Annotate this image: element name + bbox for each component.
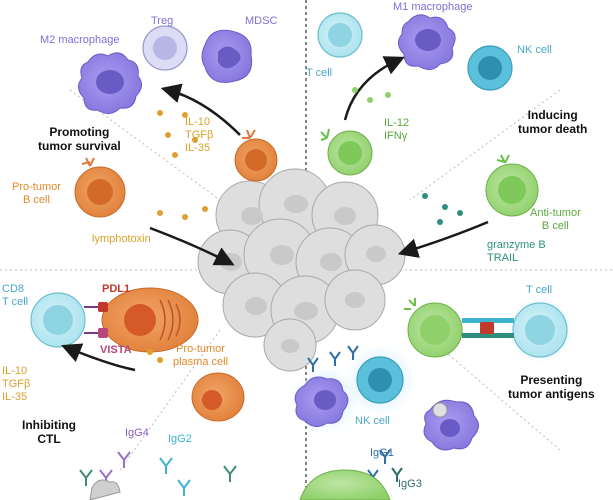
m2-macrophage-cell [78, 52, 142, 114]
label-igg4: IgG4 [125, 427, 149, 439]
macrophage-adcc [291, 366, 359, 434]
nk-cell-bottom [344, 344, 416, 416]
label-igg3: IgG3 [398, 478, 422, 490]
pro-tumor-b-cell-left [74, 157, 126, 218]
label-cytokines-bottom-left: IL-10 TGFβ IL-35 [2, 365, 31, 403]
pro-tumor-b-cell-top [234, 129, 278, 182]
label-lymphotoxin: lymphotoxin [92, 233, 151, 245]
label-t-cell-top: T cell [306, 67, 333, 79]
label-pro-tumor-b-cell: Pro-tumor B cell [12, 181, 61, 206]
label-treg: Treg [151, 15, 174, 27]
arrow-inhibiting-cd8 [61, 343, 136, 372]
igg2-antibodies [159, 457, 191, 496]
title-inhibiting-ctl: Inhibiting CTL [22, 418, 76, 446]
mdsc-cell [201, 29, 253, 83]
label-pro-tumor-plasma-cell: Pro-tumor plasma cell [173, 343, 229, 368]
cytokine-dots-top-right [352, 87, 391, 103]
label-m2-macrophage: M2 macrophage [40, 34, 120, 46]
t-cell-top [317, 12, 363, 58]
misc-antibodies [79, 465, 237, 486]
tumor-mass [197, 168, 406, 372]
pro-tumor-plasma-cell [191, 372, 245, 422]
granzyme-dots [422, 193, 463, 225]
label-cytokines-top-right: IL-12 IFNγ [384, 117, 410, 142]
treg-cell [142, 25, 188, 71]
anti-tumor-b-cell-right [485, 154, 539, 217]
label-igg1: IgG1 [370, 447, 394, 459]
anti-tumor-b-cell-top [320, 128, 373, 176]
label-vista: VISTA [100, 344, 132, 356]
label-m1-macrophage: M1 macrophage [393, 1, 473, 13]
label-granzyme-trail: granzyme B TRAIL [487, 239, 546, 264]
nk-cell-top [467, 45, 513, 91]
lymphotoxin-dots [157, 206, 208, 220]
arrow-to-suppressive-cells [160, 83, 241, 136]
mhc-tcr-interaction [462, 318, 514, 338]
m1-macrophage-cell [398, 14, 456, 70]
arrow-lymphotoxin-to-tumor [149, 226, 235, 266]
green-cell-bottom [299, 469, 391, 500]
label-nk-cell-top: NK cell [517, 44, 552, 56]
label-cytokines-top-left: IL-10 TGFβ IL-35 [185, 116, 214, 154]
label-pdl1: PDL1 [102, 283, 131, 295]
title-presenting-antigens: Presenting tumor antigens [508, 373, 595, 401]
label-anti-tumor-b-cell: Anti-tumor B cell [530, 207, 581, 232]
pdl1-vista-interaction [84, 302, 108, 338]
title-promoting-survival: Promoting tumor survival [38, 125, 121, 153]
t-cell-right [506, 296, 574, 364]
pro-tumor-b-cell-inhibiting [101, 287, 199, 353]
label-nk-cell-bottom: NK cell [355, 415, 390, 427]
b-cell-presenting [404, 298, 463, 358]
macrophage-phagocytosis [423, 399, 479, 451]
arrow-granzyme-to-tumor [397, 220, 489, 258]
cytokine-dots-bottom-left [147, 349, 163, 363]
label-t-cell-right: T cell [526, 284, 553, 296]
antibody-bound-cell-fragment [89, 479, 121, 500]
label-cd8-t-cell: CD8 T cell [2, 283, 29, 308]
arrow-to-m1-macrophage [343, 56, 405, 121]
label-mdsc: MDSC [245, 15, 278, 27]
label-igg2: IgG2 [168, 433, 192, 445]
title-inducing-death: Inducing tumor death [518, 108, 588, 136]
cytokine-dots-top-left [157, 110, 198, 158]
cd8-t-cell [30, 292, 86, 348]
